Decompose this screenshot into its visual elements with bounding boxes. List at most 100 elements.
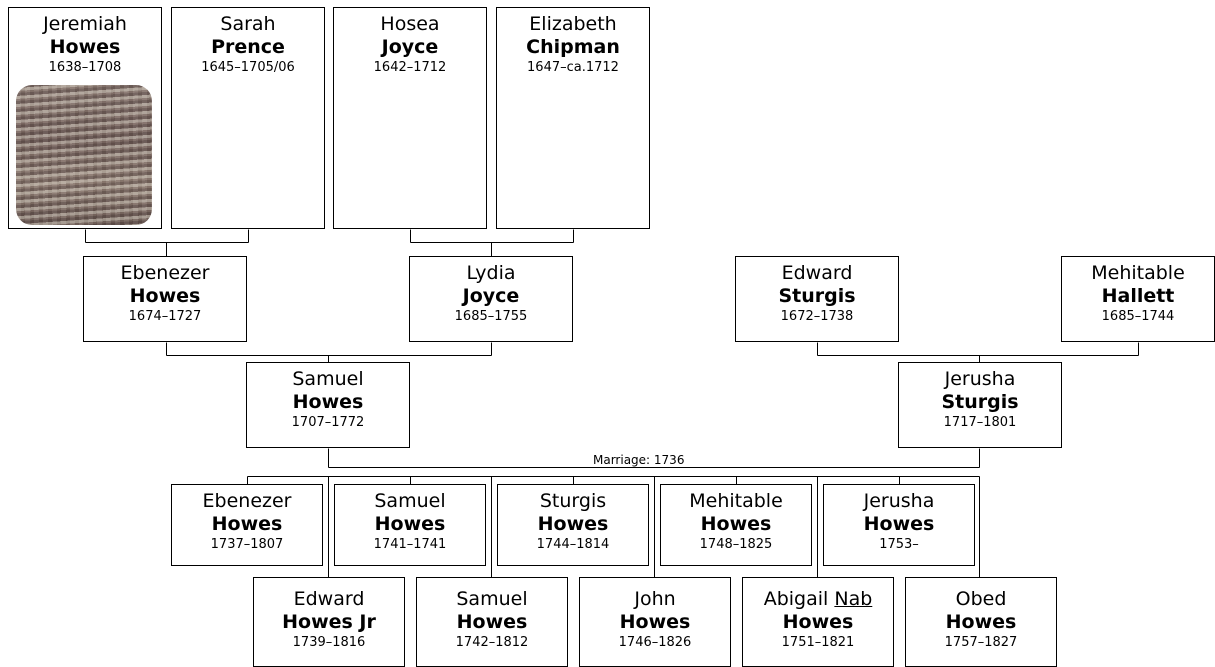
given-name-text: Ebenezer	[120, 262, 210, 284]
given-name-text: Mehitable	[1091, 262, 1185, 284]
surname: Howes	[374, 513, 446, 535]
given-name: Sarah	[172, 13, 324, 36]
given-name: Jeremiah	[9, 13, 161, 36]
life-dates: 1741–1741	[373, 537, 447, 552]
surname: Howes	[211, 513, 283, 535]
life-dates: 1707–1772	[291, 415, 365, 430]
surname: Howes	[700, 513, 772, 535]
life-dates: 1674–1727	[128, 309, 202, 324]
given-name: Jerusha	[899, 368, 1061, 391]
surname: Howes	[537, 513, 609, 535]
surname: Howes	[619, 611, 691, 633]
life-dates: 1685–1744	[1101, 309, 1175, 324]
life-dates: 1737–1807	[210, 537, 284, 552]
given-name: Obed	[906, 588, 1056, 611]
given-name: Lydia	[410, 262, 572, 285]
given-name: Edward	[736, 262, 898, 285]
given-name-text: Obed	[955, 588, 1007, 610]
given-name: Mehitable	[1062, 262, 1214, 285]
surname: Joyce	[381, 36, 439, 58]
given-name: Elizabeth	[497, 13, 649, 36]
given-name-text: Ebenezer	[202, 490, 292, 512]
gravestone-photo	[16, 85, 152, 225]
life-dates: 1746–1826	[618, 635, 692, 650]
life-dates: 1757–1827	[944, 635, 1018, 650]
life-dates: 1748–1825	[699, 537, 773, 552]
given-name: Mehitable	[661, 490, 811, 513]
given-name: Ebenezer	[84, 262, 246, 285]
given-name-text: Jerusha	[863, 490, 935, 512]
given-name-text: Sarah	[220, 13, 276, 35]
surname: Howes	[292, 391, 364, 413]
surname: Howes	[945, 611, 1017, 633]
given-name: Edward	[254, 588, 404, 611]
surname: Hallett	[1101, 285, 1175, 307]
life-dates: 1744–1814	[536, 537, 610, 552]
given-name: Samuel	[417, 588, 567, 611]
given-name-text: Samuel	[374, 490, 446, 512]
given-name-text: John	[634, 588, 676, 610]
given-name: John	[580, 588, 730, 611]
given-name: Abigail Nab	[743, 588, 893, 611]
given-name: Sturgis	[498, 490, 648, 513]
surname: Howes	[129, 285, 201, 307]
given-name-text: Mehitable	[689, 490, 783, 512]
surname: Joyce	[462, 285, 520, 307]
given-name-text: Jerusha	[944, 368, 1016, 390]
given-name: Hosea	[334, 13, 486, 36]
given-name-text: Samuel	[292, 368, 364, 390]
nickname: Nab	[834, 588, 873, 610]
life-dates: 1638–1708	[48, 60, 122, 75]
given-name-text: Sturgis	[539, 490, 607, 512]
life-dates: 1753–	[879, 537, 919, 552]
life-dates: 1642–1712	[373, 60, 447, 75]
life-dates: 1742–1812	[455, 635, 529, 650]
surname: Howes	[456, 611, 528, 633]
life-dates: 1647–ca.1712	[527, 60, 619, 75]
surname: Howes	[863, 513, 935, 535]
given-name: Samuel	[335, 490, 485, 513]
given-name: Ebenezer	[172, 490, 322, 513]
given-name-text: Elizabeth	[529, 13, 617, 35]
surname: Sturgis	[778, 285, 856, 307]
life-dates: 1672–1738	[780, 309, 854, 324]
given-name: Samuel	[247, 368, 409, 391]
surname: Howes	[49, 36, 121, 58]
surname: Howes Jr	[282, 611, 376, 633]
given-name-text: Edward	[293, 588, 365, 610]
surname: Howes	[782, 611, 854, 633]
given-name-text: Edward	[781, 262, 853, 284]
life-dates: 1751–1821	[781, 635, 855, 650]
marriage-label: Marriage: 1736	[591, 453, 687, 467]
given-name-text: Samuel	[456, 588, 528, 610]
given-name-text: Abigail	[763, 588, 829, 610]
surname: Chipman	[526, 36, 620, 58]
surname: Prence	[211, 36, 285, 58]
life-dates: 1717–1801	[943, 415, 1017, 430]
life-dates: 1645–1705/06	[201, 60, 295, 75]
surname: Sturgis	[941, 391, 1019, 413]
given-name-text: Hosea	[380, 13, 440, 35]
